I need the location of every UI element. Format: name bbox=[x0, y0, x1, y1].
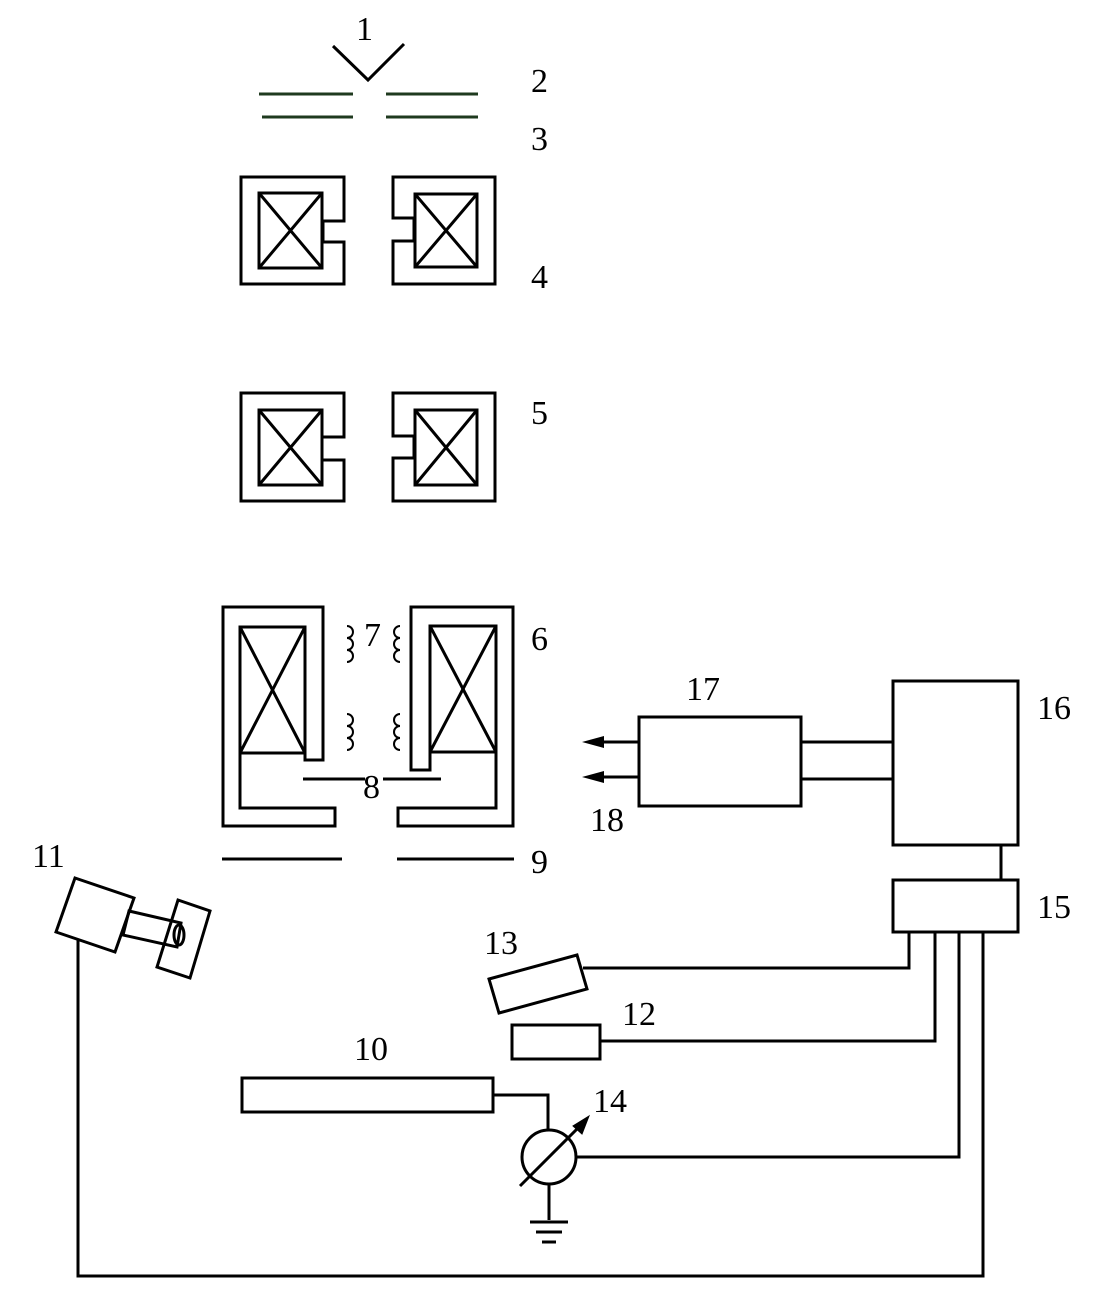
label-16: 16 bbox=[1037, 690, 1071, 727]
label-3: 3 bbox=[531, 121, 548, 158]
lens-4 bbox=[239, 175, 497, 286]
labels: 1 2 3 4 5 6 7 8 9 10 11 12 13 14 15 16 1… bbox=[32, 11, 1071, 1120]
camera-detector bbox=[54, 876, 212, 980]
label-4: 4 bbox=[531, 259, 548, 296]
label-12: 12 bbox=[622, 996, 656, 1033]
specimen-stage bbox=[240, 1076, 495, 1114]
wires bbox=[76, 740, 1003, 1278]
label-14: 14 bbox=[593, 1083, 627, 1120]
objective-lens bbox=[221, 605, 515, 828]
label-5: 5 bbox=[531, 395, 548, 432]
label-7: 7 bbox=[364, 617, 381, 654]
label-17: 17 bbox=[686, 671, 720, 708]
label-13: 13 bbox=[484, 925, 518, 962]
meter-14 bbox=[518, 1122, 584, 1244]
label-10: 10 bbox=[354, 1031, 388, 1068]
plates bbox=[259, 92, 478, 119]
scan-coils bbox=[346, 625, 401, 751]
label-11: 11 bbox=[32, 838, 65, 875]
label-18: 18 bbox=[590, 802, 624, 839]
detector-12 bbox=[510, 1023, 602, 1061]
output-arrows bbox=[582, 736, 604, 783]
label-6: 6 bbox=[531, 621, 548, 658]
lens-5 bbox=[239, 391, 497, 503]
detector-13 bbox=[487, 953, 589, 1015]
label-9: 9 bbox=[531, 844, 548, 881]
box-15 bbox=[891, 878, 1020, 934]
box-17 bbox=[637, 715, 803, 808]
box-16 bbox=[891, 679, 1020, 847]
label-15: 15 bbox=[1037, 889, 1071, 926]
label-2: 2 bbox=[531, 63, 548, 100]
label-1: 1 bbox=[356, 11, 373, 48]
label-8: 8 bbox=[363, 769, 380, 806]
electron-source bbox=[331, 42, 406, 83]
